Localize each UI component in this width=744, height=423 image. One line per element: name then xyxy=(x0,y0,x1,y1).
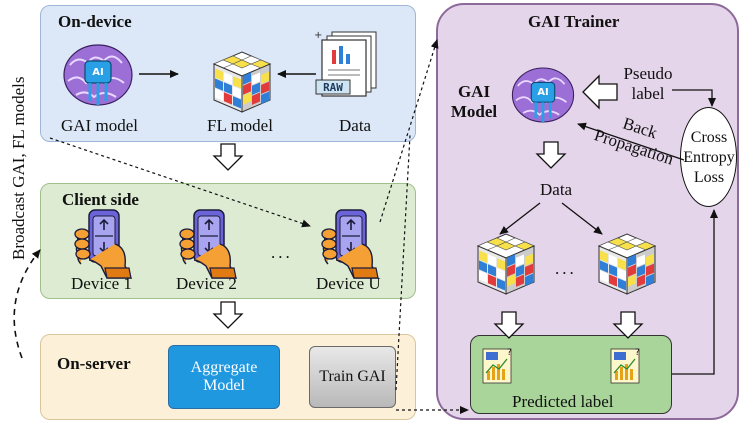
cross-entropy-loss-text: Cross Entropy Loss xyxy=(683,129,735,186)
gai-model-title: GAI Model xyxy=(450,82,498,122)
down-arrow-device-to-client xyxy=(213,143,243,171)
gai-trainer-title: GAI Trainer xyxy=(528,12,620,31)
cross-entropy-loss-node xyxy=(680,107,737,207)
on-device-title: On-device xyxy=(58,12,132,31)
train-gai-button[interactable]: Train GAI xyxy=(309,346,396,408)
predicted-label-text: Predicted label xyxy=(512,392,614,411)
device-u-label: Device U xyxy=(316,274,381,293)
pseudo-label-text: Pseudo label xyxy=(623,64,673,104)
gai-model-label: GAI model xyxy=(61,116,138,135)
device-2-label: Device 2 xyxy=(176,274,237,293)
down-arrow-client-to-server xyxy=(213,301,243,329)
aggregate-model-button[interactable]: Aggregate Model xyxy=(168,345,280,409)
broadcast-label: Broadcast GAI, FL models xyxy=(9,76,28,260)
trainer-ellipsis: ... xyxy=(555,259,577,278)
device-1-label: Device 1 xyxy=(71,274,132,293)
on-server-title: On-server xyxy=(57,354,131,373)
client-side-title: Client side xyxy=(62,190,139,209)
client-ellipsis: ... xyxy=(271,243,293,262)
fl-model-label: FL model xyxy=(207,116,273,135)
data-label: Data xyxy=(339,116,372,135)
trainer-data-label: Data xyxy=(540,180,573,199)
